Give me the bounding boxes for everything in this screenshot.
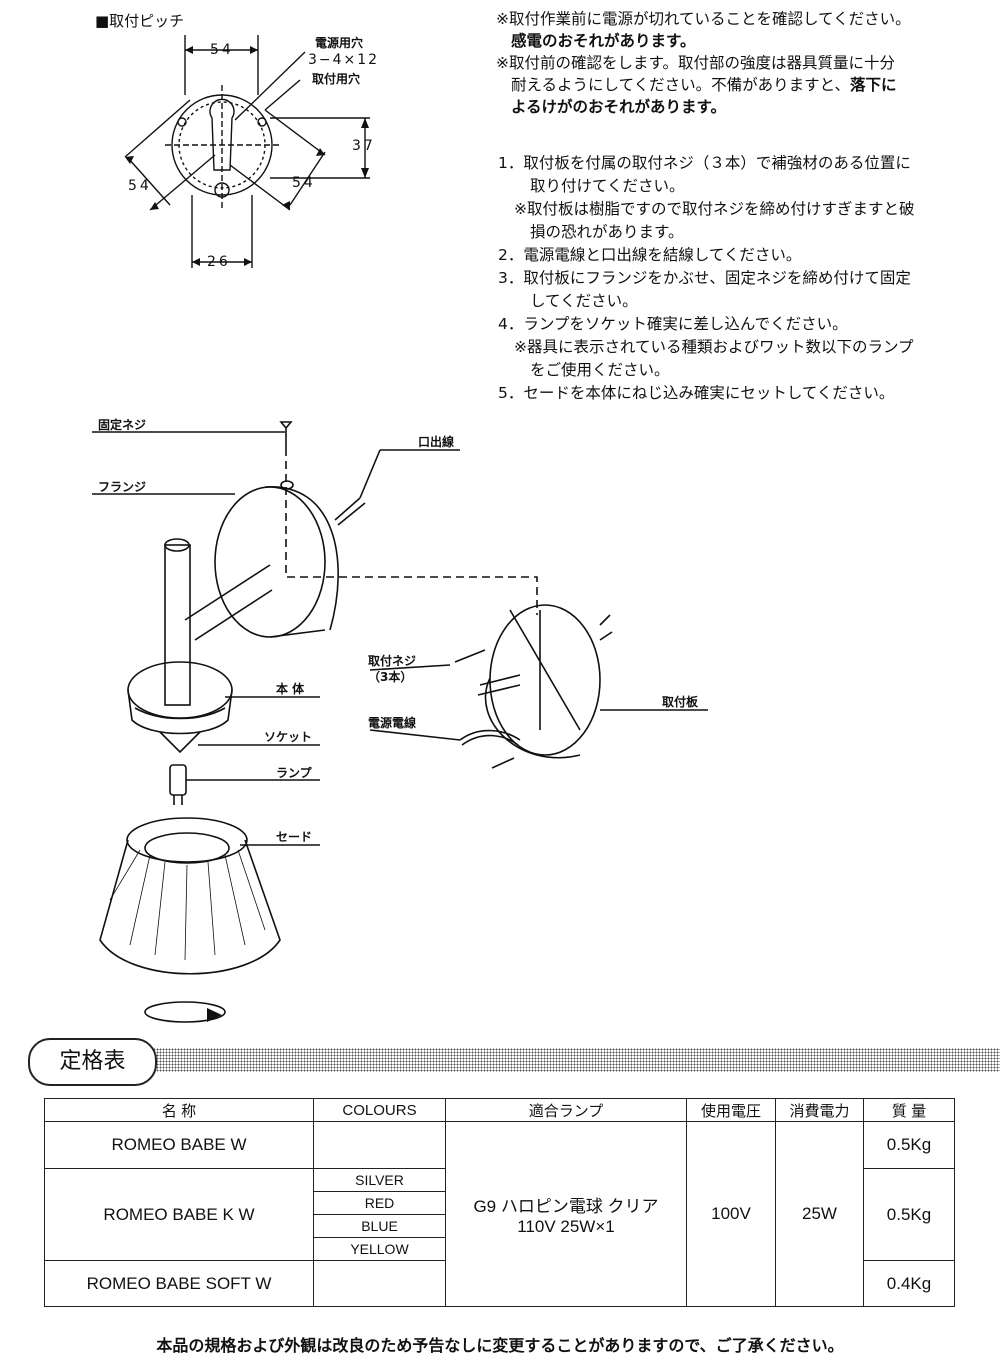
label-body: 本 体	[276, 682, 305, 696]
section-hatch	[150, 1048, 1000, 1072]
voltage-cell: 100V	[686, 1121, 776, 1307]
step-3: 3．取付板にフランジをかぶせ、固定ネジを締め付けて固定	[498, 269, 911, 287]
rotate-arrow-drawing	[144, 1001, 226, 1023]
colour-blue: BLUE	[313, 1214, 446, 1238]
colour-red: RED	[313, 1191, 446, 1215]
label-lead-wire: 口出線	[418, 435, 455, 449]
th-weight: 質 量	[863, 1098, 955, 1122]
row-2-weight: 0.5Kg	[863, 1168, 955, 1261]
mount-plate-drawing	[489, 604, 601, 756]
mount-screw-drawing	[454, 649, 515, 769]
row-2-name: ROMEO BABE K W	[44, 1168, 314, 1261]
power-wire-drawing	[459, 729, 521, 746]
colour-silver: SILVER	[313, 1168, 446, 1192]
row-3-colours	[313, 1260, 446, 1307]
row-3-weight: 0.4Kg	[863, 1260, 955, 1307]
dim-54-left: 54	[128, 178, 152, 194]
label-mount-screw-qty: （3本）	[368, 670, 413, 684]
power-cell: 25W	[775, 1121, 864, 1307]
arm-drawing	[184, 564, 273, 641]
th-name: 名 称	[44, 1098, 314, 1122]
label-shade: セード	[276, 830, 313, 844]
spec-table: 名 称 COLOURS 適合ランプ 使用電圧 消費電力 質 量 ROMEO BA…	[44, 1098, 955, 1307]
step-4: 4．ランプをソケット確実に差し込んでください。	[498, 315, 848, 333]
label-power-wire: 電源電線	[368, 716, 417, 730]
step-5: 5．セードを本体にねじ込み確実にセットしてください。	[498, 384, 895, 402]
dim-26: 26	[207, 254, 231, 270]
label-mount-plate: 取付板	[662, 695, 699, 709]
lead-wire-drawing	[334, 497, 366, 526]
keyhole	[209, 98, 235, 171]
footer-note: 本品の規格および外観は改良のため予告なしに変更することがありますので、ご了承くだ…	[156, 1336, 844, 1355]
row-1-name: ROMEO BABE W	[44, 1121, 314, 1169]
pitch-title: ■取付ピッチ	[95, 12, 185, 30]
fixing-screw-drawing	[279, 421, 293, 448]
label-mount-hole: 取付用穴	[312, 72, 361, 86]
th-power: 消費電力	[775, 1098, 864, 1122]
diagram-drawing	[92, 35, 708, 1023]
colour-yellow: YELLOW	[313, 1237, 446, 1261]
label-flange: フランジ	[98, 480, 147, 494]
label-mount-screw: 取付ネジ	[368, 654, 417, 668]
shade-drawing	[99, 839, 281, 975]
dim-54-top: 54	[210, 42, 234, 58]
label-fixing-screw: 固定ネジ	[98, 418, 147, 432]
th-colours: COLOURS	[313, 1098, 446, 1122]
row-3-name: ROMEO BABE SOFT W	[44, 1260, 314, 1307]
rod-drawing	[164, 544, 191, 706]
label-power-hole: 電源用穴	[315, 36, 364, 50]
th-voltage: 使用電圧	[686, 1098, 776, 1122]
flange-drawing	[214, 486, 326, 638]
spec-badge: 定格表	[28, 1038, 157, 1086]
row-1-colours	[313, 1121, 446, 1169]
dim-54-right: 54	[292, 175, 316, 191]
body-drawing	[127, 661, 233, 719]
step-note-2: ※器具に表示されている種類およびワット数以下のランプ	[514, 338, 914, 356]
row-1-weight: 0.5Kg	[863, 1121, 955, 1169]
dim-37: 37	[352, 138, 376, 154]
step-2: 2．電源電線と口出線を結線してください。	[498, 246, 802, 264]
step-list: 1．取付板を付属の取付ネジ（３本）で補強材のある位置に 取り付けてください。 ※…	[498, 152, 915, 405]
label-lamp: ランプ	[276, 766, 312, 780]
step-1: 1．取付板を付属の取付ネジ（３本）で補強材のある位置に	[498, 154, 911, 172]
lamp-drawing	[169, 764, 187, 796]
label-spec: 3−4×12	[308, 52, 380, 68]
warning-1: ※取付作業前に電源が切れていることを確認してください。 感電のおそれがあります。…	[496, 10, 911, 116]
step-note-1: ※取付板は樹脂ですので取付ネジを締め付けすぎますと破	[514, 200, 915, 218]
th-lamp: 適合ランプ	[445, 1098, 687, 1122]
label-socket: ソケット	[264, 730, 313, 744]
